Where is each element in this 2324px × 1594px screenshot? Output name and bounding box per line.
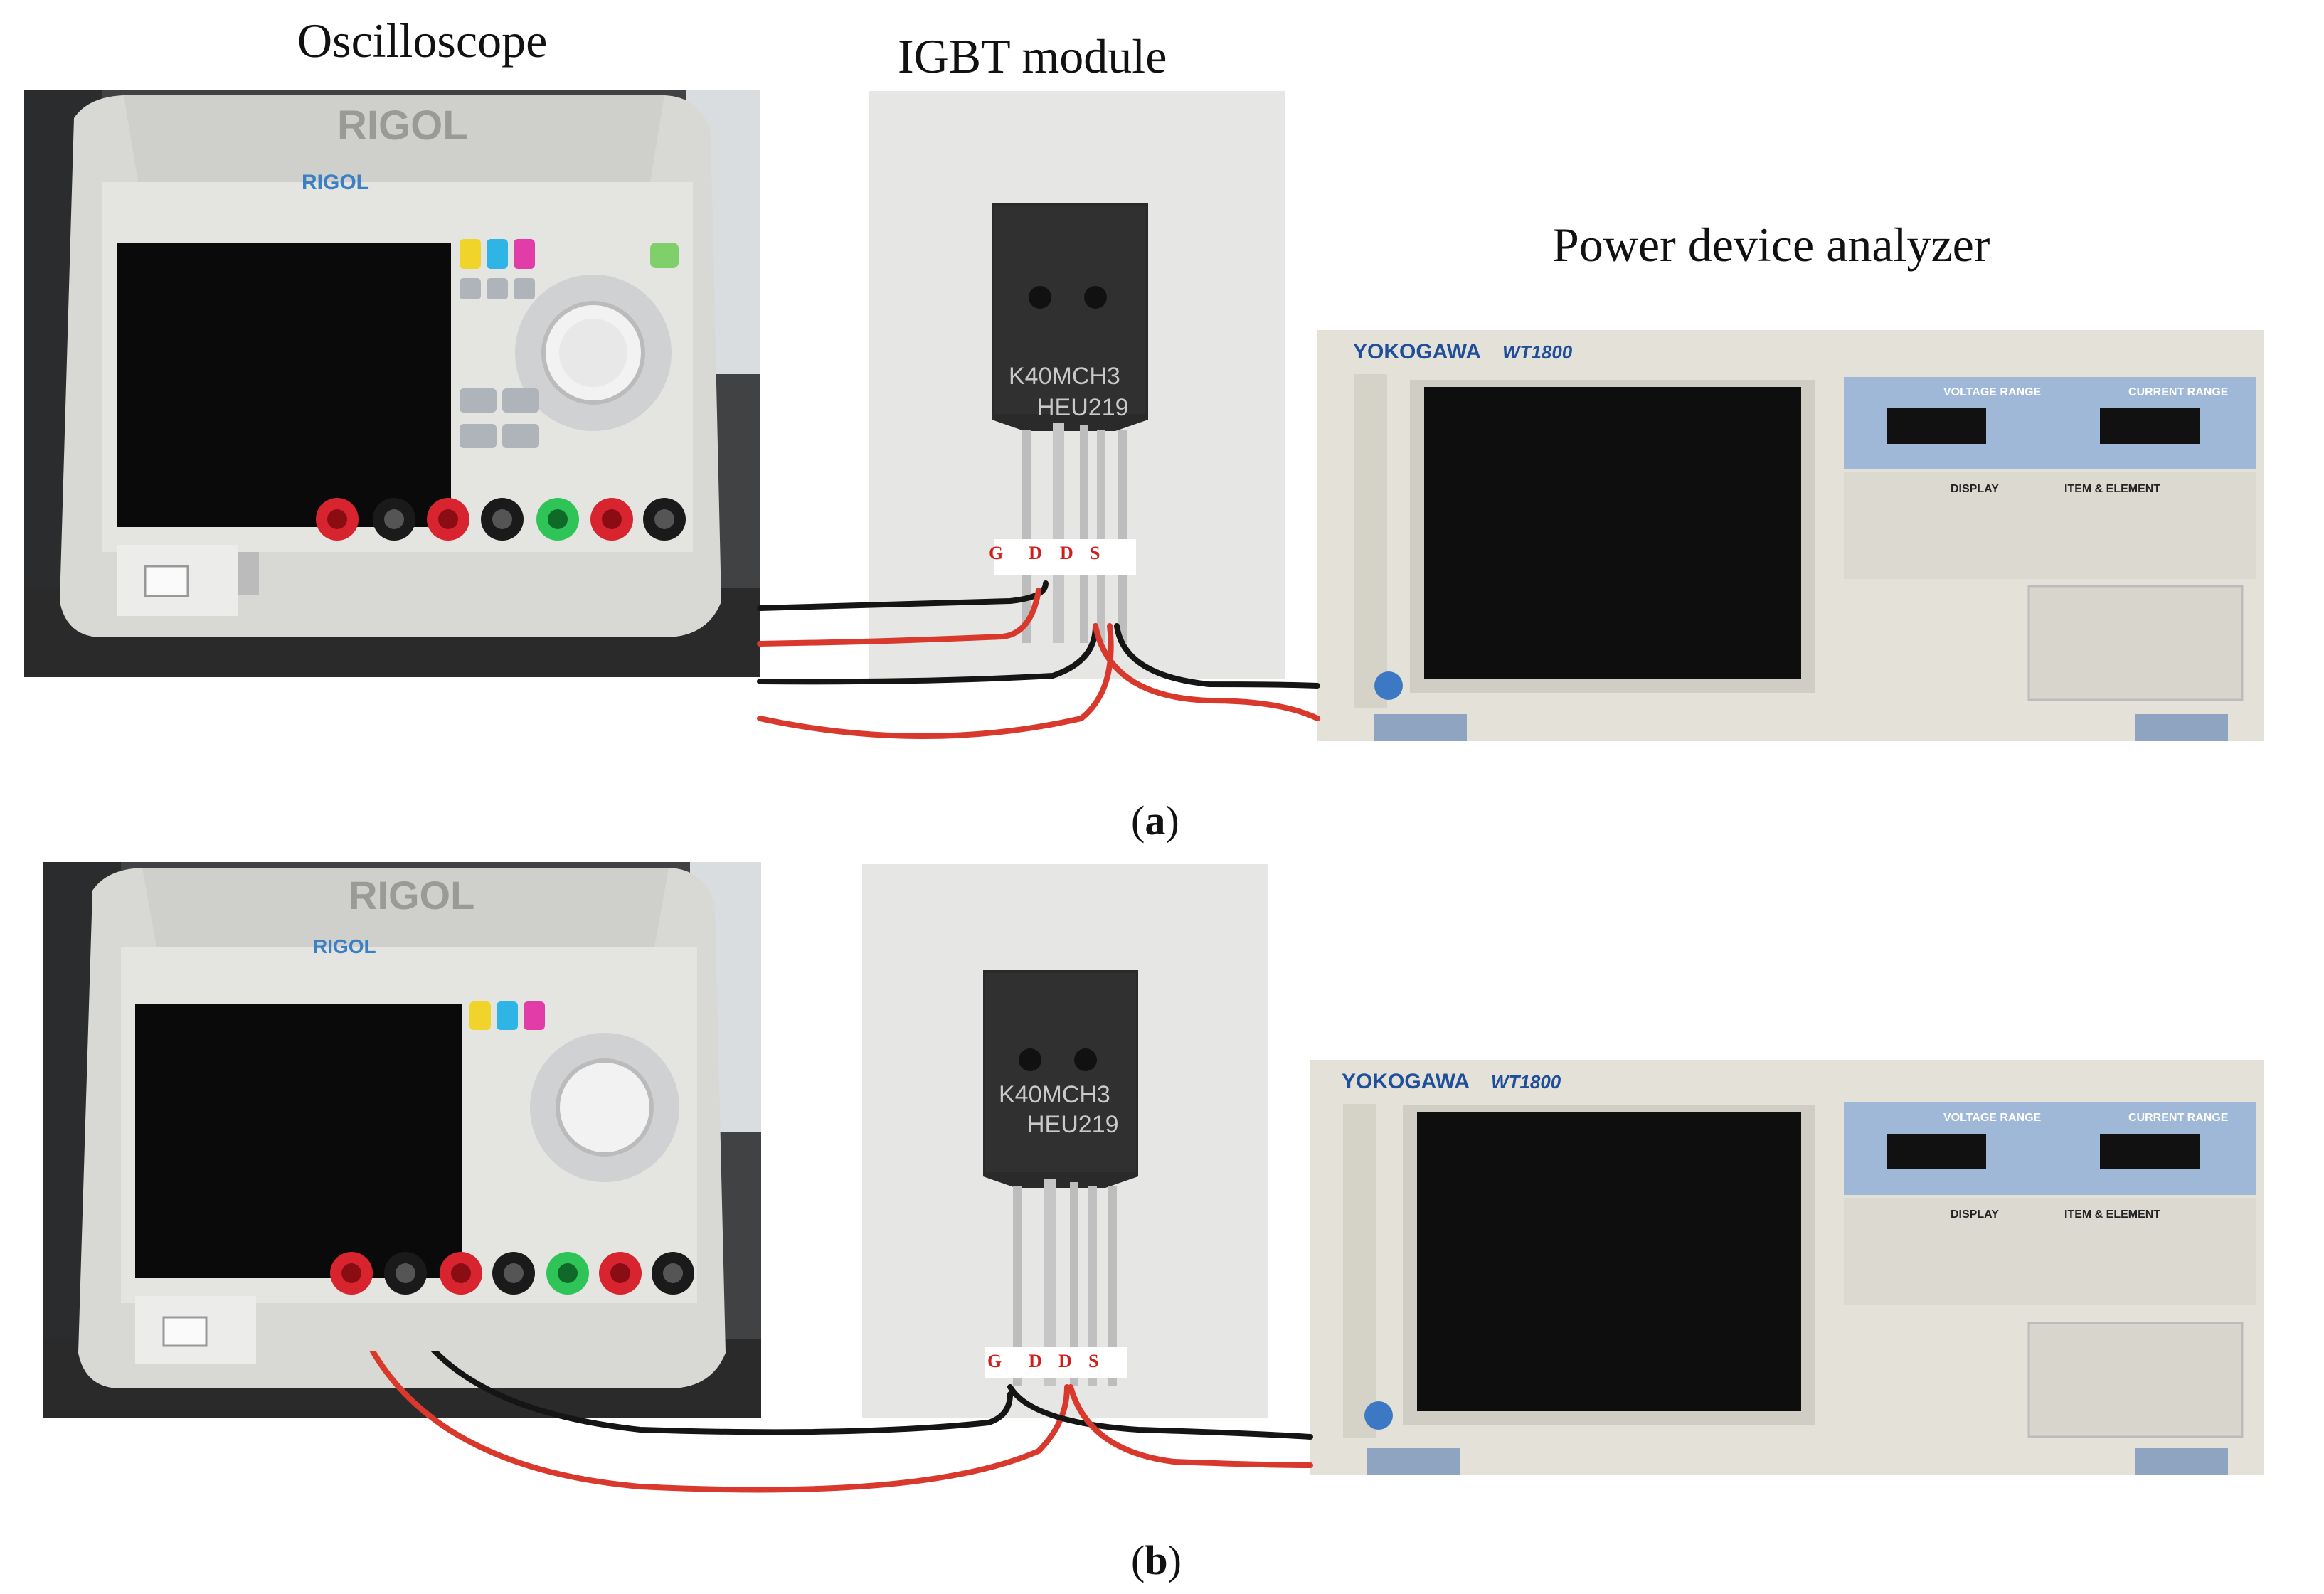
chip-marking-line1-b: K40MCH3 — [999, 1081, 1110, 1108]
igbt-module-heading: IGBT module — [898, 29, 1167, 83]
caption-b-open: ( — [1131, 1537, 1145, 1583]
terminal-label-d1-b: D — [1029, 1351, 1042, 1371]
rigol-front-logo-b: RIGOL — [313, 935, 376, 957]
wt1800-model-a: WT1800 — [1502, 341, 1573, 363]
igbt-photo-a: K40MCH3 HEU219 G D D S — [869, 91, 1285, 679]
analyzer-photo-a: YOKOGAWA WT1800 VOLTAGE RANGE CURRENT RA… — [1317, 330, 2264, 741]
caption-b-letter: b — [1145, 1537, 1168, 1583]
wt1800-model-b: WT1800 — [1491, 1071, 1561, 1093]
caption-a: (a) — [1131, 797, 1179, 844]
terminal-label-d1-a: D — [1029, 543, 1042, 563]
display-label-b: DISPLAY — [1951, 1208, 1999, 1221]
oscilloscope-photo-a: RIGOL RIGOL — [24, 90, 760, 677]
rigol-top-logo-b: RIGOL — [349, 873, 474, 918]
voltage-range-label-b: VOLTAGE RANGE — [1943, 1112, 2042, 1124]
caption-a-close: ) — [1165, 797, 1179, 844]
igbt-photo-b: K40MCH3 HEU219 G D D S — [862, 864, 1268, 1418]
yokogawa-logo-a: YOKOGAWA — [1353, 340, 1481, 363]
chip-marking-line2: HEU219 — [1037, 394, 1129, 421]
display-label-a: DISPLAY — [1951, 483, 1999, 495]
caption-a-letter: a — [1145, 797, 1166, 844]
current-range-label-b: CURRENT RANGE — [2128, 1112, 2229, 1124]
terminal-label-d2-b: D — [1058, 1351, 1072, 1371]
terminal-label-g-a: G — [989, 543, 1003, 563]
voltage-range-label-a: VOLTAGE RANGE — [1943, 386, 2042, 398]
caption-a-open: ( — [1131, 797, 1145, 844]
oscilloscope-photo-b: RIGOL RIGOL — [43, 862, 761, 1418]
caption-b: (b) — [1131, 1536, 1182, 1584]
chip-marking-line1: K40MCH3 — [1009, 363, 1120, 390]
analyzer-photo-b: YOKOGAWA WT1800 VOLTAGE RANGE CURRENT RA… — [1310, 1060, 2264, 1475]
wiring-b — [369, 1351, 1313, 1493]
rigol-front-logo: RIGOL — [302, 171, 369, 194]
wiring-a — [757, 580, 1320, 739]
terminal-label-d2-a: D — [1060, 543, 1073, 563]
item-element-label-a: ITEM & ELEMENT — [2064, 483, 2160, 495]
rigol-top-logo: RIGOL — [337, 102, 468, 149]
caption-b-close: ) — [1167, 1537, 1182, 1583]
terminal-label-g-b: G — [987, 1351, 1002, 1371]
oscilloscope-heading: Oscilloscope — [297, 14, 548, 68]
current-range-label-a: CURRENT RANGE — [2128, 386, 2229, 398]
terminal-label-s-a: S — [1090, 543, 1100, 563]
yokogawa-logo-b: YOKOGAWA — [1342, 1070, 1470, 1093]
terminal-label-s-b: S — [1088, 1351, 1098, 1371]
power-analyzer-heading: Power device analyzer — [1552, 218, 1990, 272]
item-element-label-b: ITEM & ELEMENT — [2064, 1208, 2160, 1221]
chip-marking-line2-b: HEU219 — [1027, 1111, 1119, 1138]
